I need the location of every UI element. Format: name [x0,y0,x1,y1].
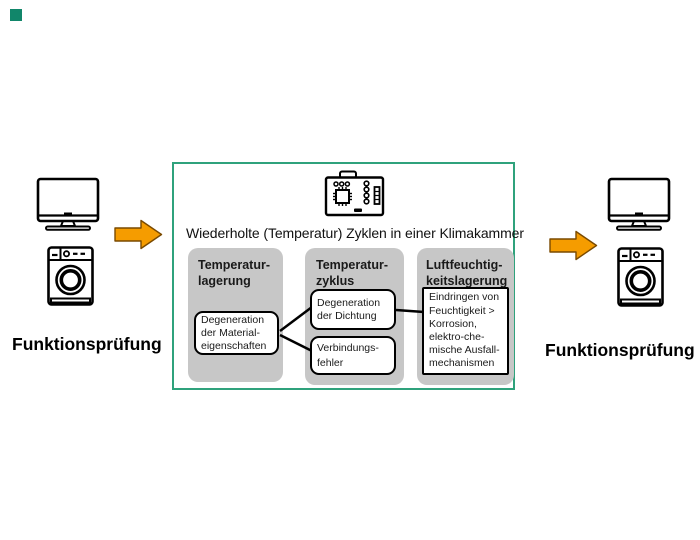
chamber-title: Wiederholte (Temperatur) Zyklen in einer… [186,225,524,241]
washing-machine-icon [617,247,664,307]
green-square-marker [10,9,22,21]
failure-box-connection-faults: Verbindungs- fehler [310,336,396,375]
tv-monitor-icon [607,177,671,231]
pillar-heading-humidity-storage: Luftfeuchtig- keitslagerung [426,258,508,288]
pillar-heading-temperature-cycle: Temperatur- zyklus [316,258,389,288]
tv-monitor-icon [36,177,100,231]
arrow-right-icon [549,230,598,261]
failure-box-material-degradation: Degeneration der Material- eigenschaften [194,311,279,355]
right-function-test-label: Funktionsprüfung [545,340,695,360]
failure-box-moisture-ingress: Eindringen von Feuchtigkeit > Korrosion,… [422,287,509,375]
failure-box-seal-degradation: Degeneration der Dichtung [310,289,396,330]
washing-machine-icon [47,246,94,306]
pillar-heading-temperature-storage: Temperatur- lagerung [198,258,271,288]
arrow-right-icon [114,219,163,250]
left-function-test-label: Funktionsprüfung [12,334,162,354]
circuit-board-icon [324,170,385,217]
